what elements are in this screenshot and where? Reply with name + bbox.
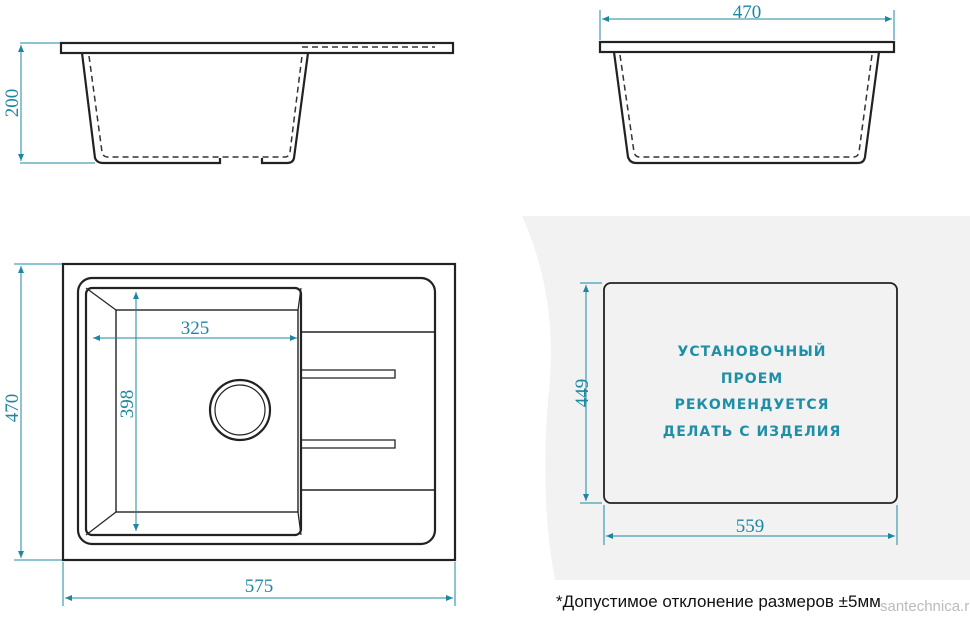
cutout-view: 449 559 Установочный проем рекомендуется… [522, 216, 970, 580]
cutout-text-line: проем [721, 371, 783, 387]
top-width-label: 575 [245, 576, 274, 597]
drain-icon [208, 378, 272, 442]
tolerance-note: *Допустимое отклонение размеров ±5мм [556, 592, 881, 611]
top-view: 470 575 325 398 [2, 262, 457, 606]
watermark: santechnica.ru [880, 598, 970, 615]
cutout-text-line: Установочный [678, 343, 827, 360]
top-height-label: 470 [2, 394, 23, 423]
side-height-label: 200 [2, 89, 23, 118]
bowl-length-label: 398 [117, 390, 138, 419]
end-width-label: 470 [733, 2, 762, 23]
bowl-width-label: 325 [181, 318, 210, 339]
cutout-text-line: делать с изделия [663, 424, 842, 440]
cutout-text-line: рекомендуется [675, 397, 830, 413]
end-view: 470 [598, 2, 896, 165]
cutout-width-label: 559 [736, 516, 765, 537]
side-view: 200 [2, 41, 455, 165]
cutout-height-label: 449 [572, 379, 593, 408]
